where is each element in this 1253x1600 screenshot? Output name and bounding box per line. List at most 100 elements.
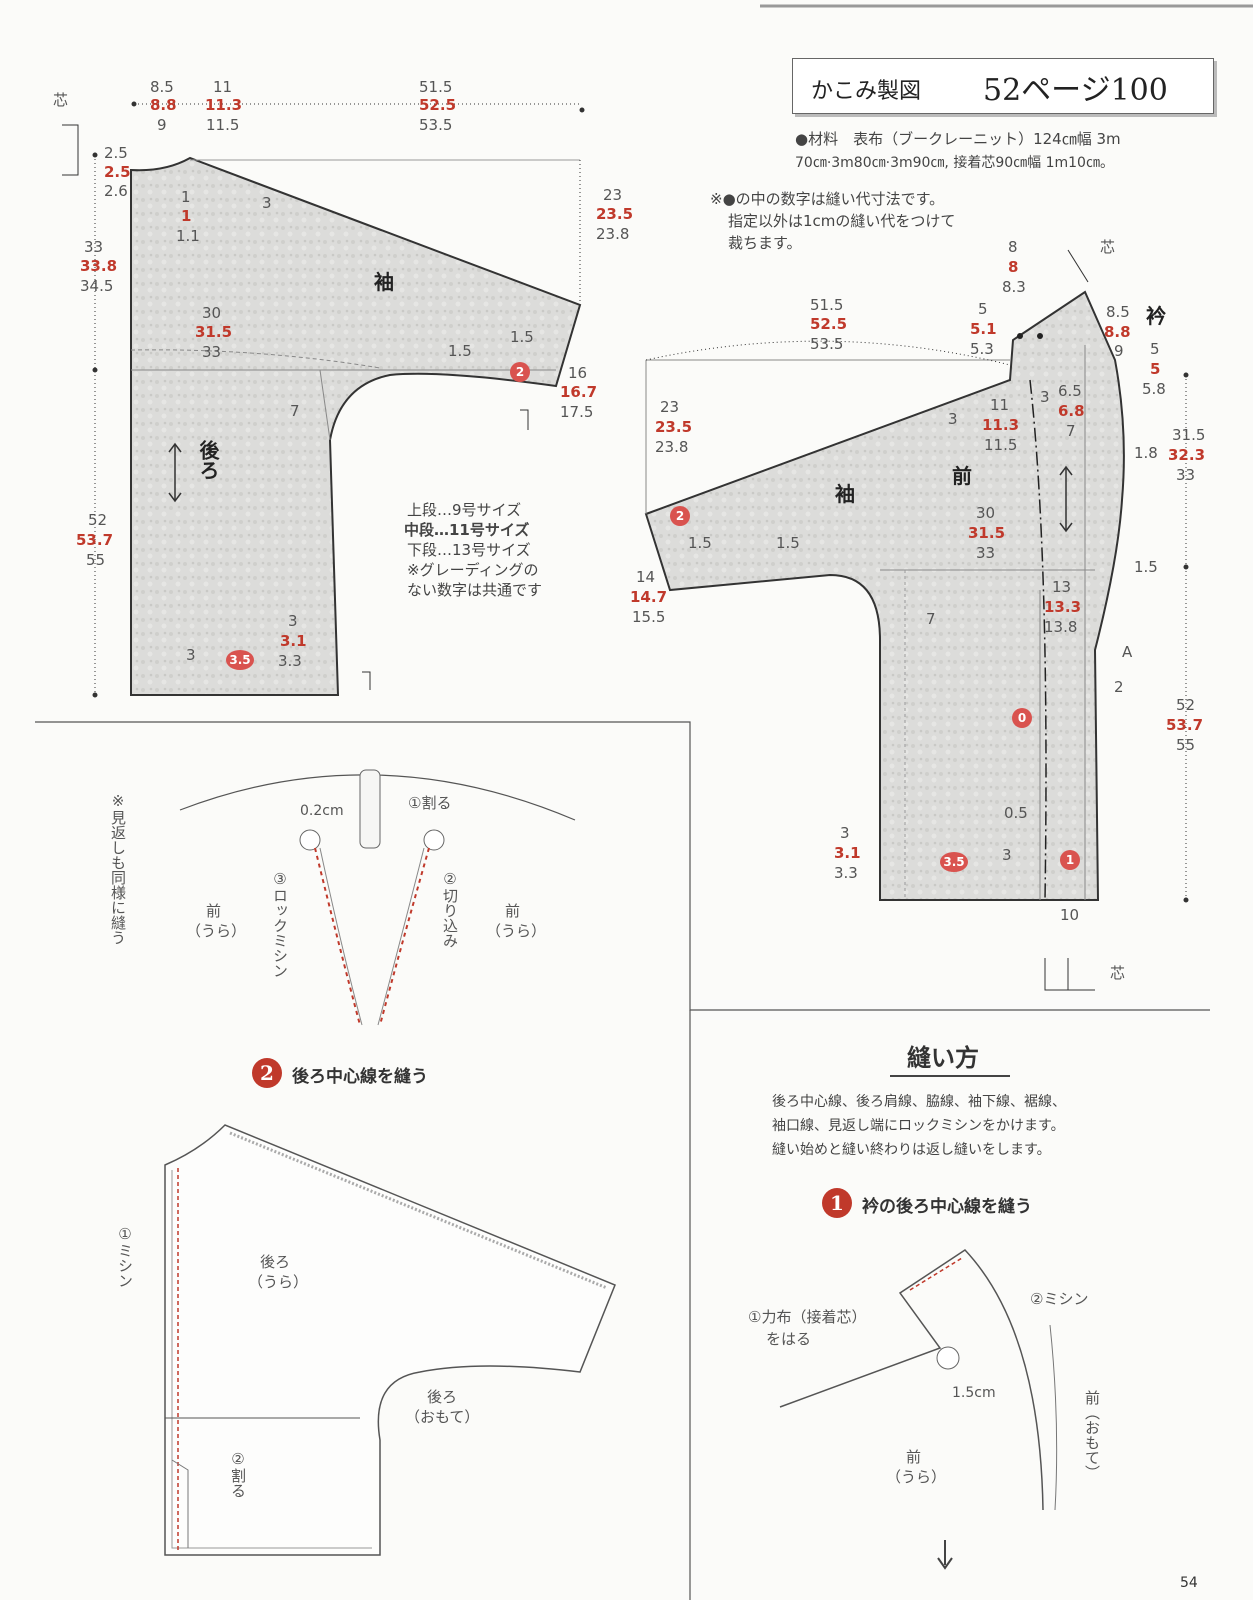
front-seam-badge-1: 1	[1060, 850, 1080, 870]
back-neck-curve-1: 1	[181, 188, 191, 206]
step2-front-right-sub: （うら）	[486, 922, 547, 940]
front-top-1: 51.5	[810, 296, 844, 314]
front-top-3: 53.5	[810, 335, 844, 353]
back-seam-badge-2: 2	[510, 362, 530, 382]
size-note-2: 中段…11号サイズ	[404, 521, 530, 539]
front-seven: 7	[926, 610, 936, 628]
back-neck-curve-2: 1	[181, 207, 192, 225]
front-collar-notch-2: 5.1	[970, 320, 997, 338]
front-right-upper-3: 33	[1176, 466, 1196, 484]
back-neck-curve-3: 1.1	[176, 227, 200, 245]
page-number: 54	[1180, 1575, 1198, 1591]
back-cuff-3: 17.5	[560, 403, 594, 421]
back-left-lower-1: 52	[88, 511, 108, 529]
back-cuff-2: 16.7	[560, 383, 598, 401]
front-seam-badge-35: 3.5	[940, 852, 968, 872]
back-mid-2: 31.5	[195, 323, 233, 341]
back-top-b-3: 11.5	[206, 116, 240, 134]
front-collar-notch-3: 5.3	[970, 340, 994, 358]
step2-front-right: 前	[505, 902, 521, 920]
back-sewing-omote-sub: （おもて）	[405, 1408, 480, 1426]
back-left-upper-2: 33.8	[80, 257, 118, 275]
step1-reinforce-2: をはる	[766, 1330, 812, 1348]
seam-note-line2: 指定以外は1cmの縫い代をつけて	[728, 212, 956, 230]
front-band-1: 13	[1052, 578, 1072, 596]
back-neck-2: 2.5	[104, 163, 131, 181]
how-to-underline	[890, 1075, 1010, 1077]
step1-machine: ②ミシン	[1030, 1290, 1089, 1308]
back-top-b-2: 11.3	[205, 96, 243, 114]
front-collar-top-1: 8	[1008, 238, 1018, 256]
step1-front-ura-sub: （うら）	[886, 1468, 947, 1486]
back-hem-side-1: 3	[288, 612, 298, 630]
front-side-15: 1.5	[1134, 558, 1158, 576]
step1-number: 1	[822, 1188, 852, 1218]
materials-line1: ●材料 表布（ブークレーニット）124㎝幅 3m	[795, 130, 1121, 148]
back-top-a-2: 8.8	[150, 96, 177, 114]
back-right-upper-2: 23.5	[596, 205, 634, 223]
how-to-line1: 後ろ中心線、後ろ肩線、脇線、袖下線、裾線、	[772, 1094, 1066, 1110]
front-hem-side-2: 3.1	[834, 844, 861, 862]
back-sewing-split: ②割る	[229, 1450, 247, 1498]
step2-front-left-sub: （うら）	[186, 922, 247, 940]
back-sleeve-label: 袖	[374, 270, 394, 294]
front-a-label: A	[1122, 643, 1133, 661]
front-left-upper-2: 23.5	[655, 418, 693, 436]
front-cuff-3: 15.5	[632, 608, 666, 626]
back-hem-side-3: 3.3	[278, 652, 302, 670]
front-shin-label-bottom: 芯	[1110, 964, 1126, 982]
front-neck-3: 11.5	[984, 436, 1018, 454]
front-cuff-15a: 1.5	[688, 534, 712, 552]
front-hem-05: 0.5	[1004, 804, 1028, 822]
step1-front-ura: 前	[906, 1448, 922, 1466]
step2-illustration	[179, 769, 576, 1026]
front-dimension-lines	[645, 249, 1189, 991]
front-hem-side-1: 3	[840, 824, 850, 842]
front-collar-top-3: 8.3	[1002, 278, 1026, 296]
front-mid-1: 30	[976, 504, 996, 522]
size-note-3: 下段…13号サイズ	[407, 541, 531, 559]
front-collar-side-3: 5.8	[1142, 380, 1166, 398]
back-top-c-2: 52.5	[419, 96, 457, 114]
front-shin-label-top: 芯	[1100, 238, 1116, 256]
front-right-lower-1: 52	[1176, 696, 1196, 714]
front-band-2: 13.3	[1044, 598, 1082, 616]
back-hem-side-2: 3.1	[280, 632, 307, 650]
back-cuff-1: 16	[568, 364, 588, 382]
front-cuff-15b: 1.5	[776, 534, 800, 552]
front-collar-mid-1: 6.5	[1058, 382, 1082, 400]
front-hem-10: 10	[1060, 906, 1080, 924]
section-divider	[35, 721, 1210, 1011]
step2-number: 2	[252, 1058, 282, 1088]
front-collar-w-3: 9	[1114, 342, 1124, 360]
back-body-label: 後ろ	[196, 440, 220, 480]
front-neck-2: 11.3	[982, 416, 1020, 434]
back-left-lower-3: 55	[86, 551, 106, 569]
front-mid-3: 33	[976, 544, 996, 562]
back-cuff-15a: 1.5	[510, 328, 534, 346]
step2-title: 後ろ中心線を縫う	[292, 1067, 428, 1087]
how-to-title: 縫い方	[907, 1043, 979, 1072]
front-sleeve-label: 袖	[835, 482, 855, 506]
front-band-3: 13.8	[1044, 618, 1078, 636]
front-collar-w-2: 8.8	[1104, 323, 1131, 341]
front-cuff-2: 14.7	[630, 588, 668, 606]
step2-side-note: ※見返しも同様に縫う	[109, 792, 127, 945]
front-left-upper-1: 23	[660, 398, 680, 416]
back-top-a-3: 9	[157, 116, 167, 134]
front-collar-side-1: 5	[1150, 340, 1160, 358]
how-to-line2: 袖口線、見返し端にロックミシンをかけます。	[772, 1118, 1065, 1134]
size-note-4: ※グレーディングの	[407, 561, 539, 579]
back-top-a-1: 8.5	[150, 78, 174, 96]
title-box: かこみ製図 52ページ100	[792, 58, 1214, 114]
back-neck-1: 2.5	[104, 144, 128, 162]
back-sewing-ura: 後ろ	[260, 1253, 291, 1271]
back-left-upper-1: 33	[84, 238, 104, 256]
front-mid-2: 31.5	[968, 524, 1006, 542]
front-right-upper-2: 32.3	[1168, 446, 1206, 464]
back-seven: 7	[290, 402, 300, 420]
how-to-line3: 縫い始めと縫い終わりは返し縫いをします。	[772, 1142, 1051, 1158]
back-seam-badge-35: 3.5	[226, 650, 254, 670]
page-reference: 52ページ100	[983, 73, 1168, 108]
back-top-b-1: 11	[213, 78, 233, 96]
